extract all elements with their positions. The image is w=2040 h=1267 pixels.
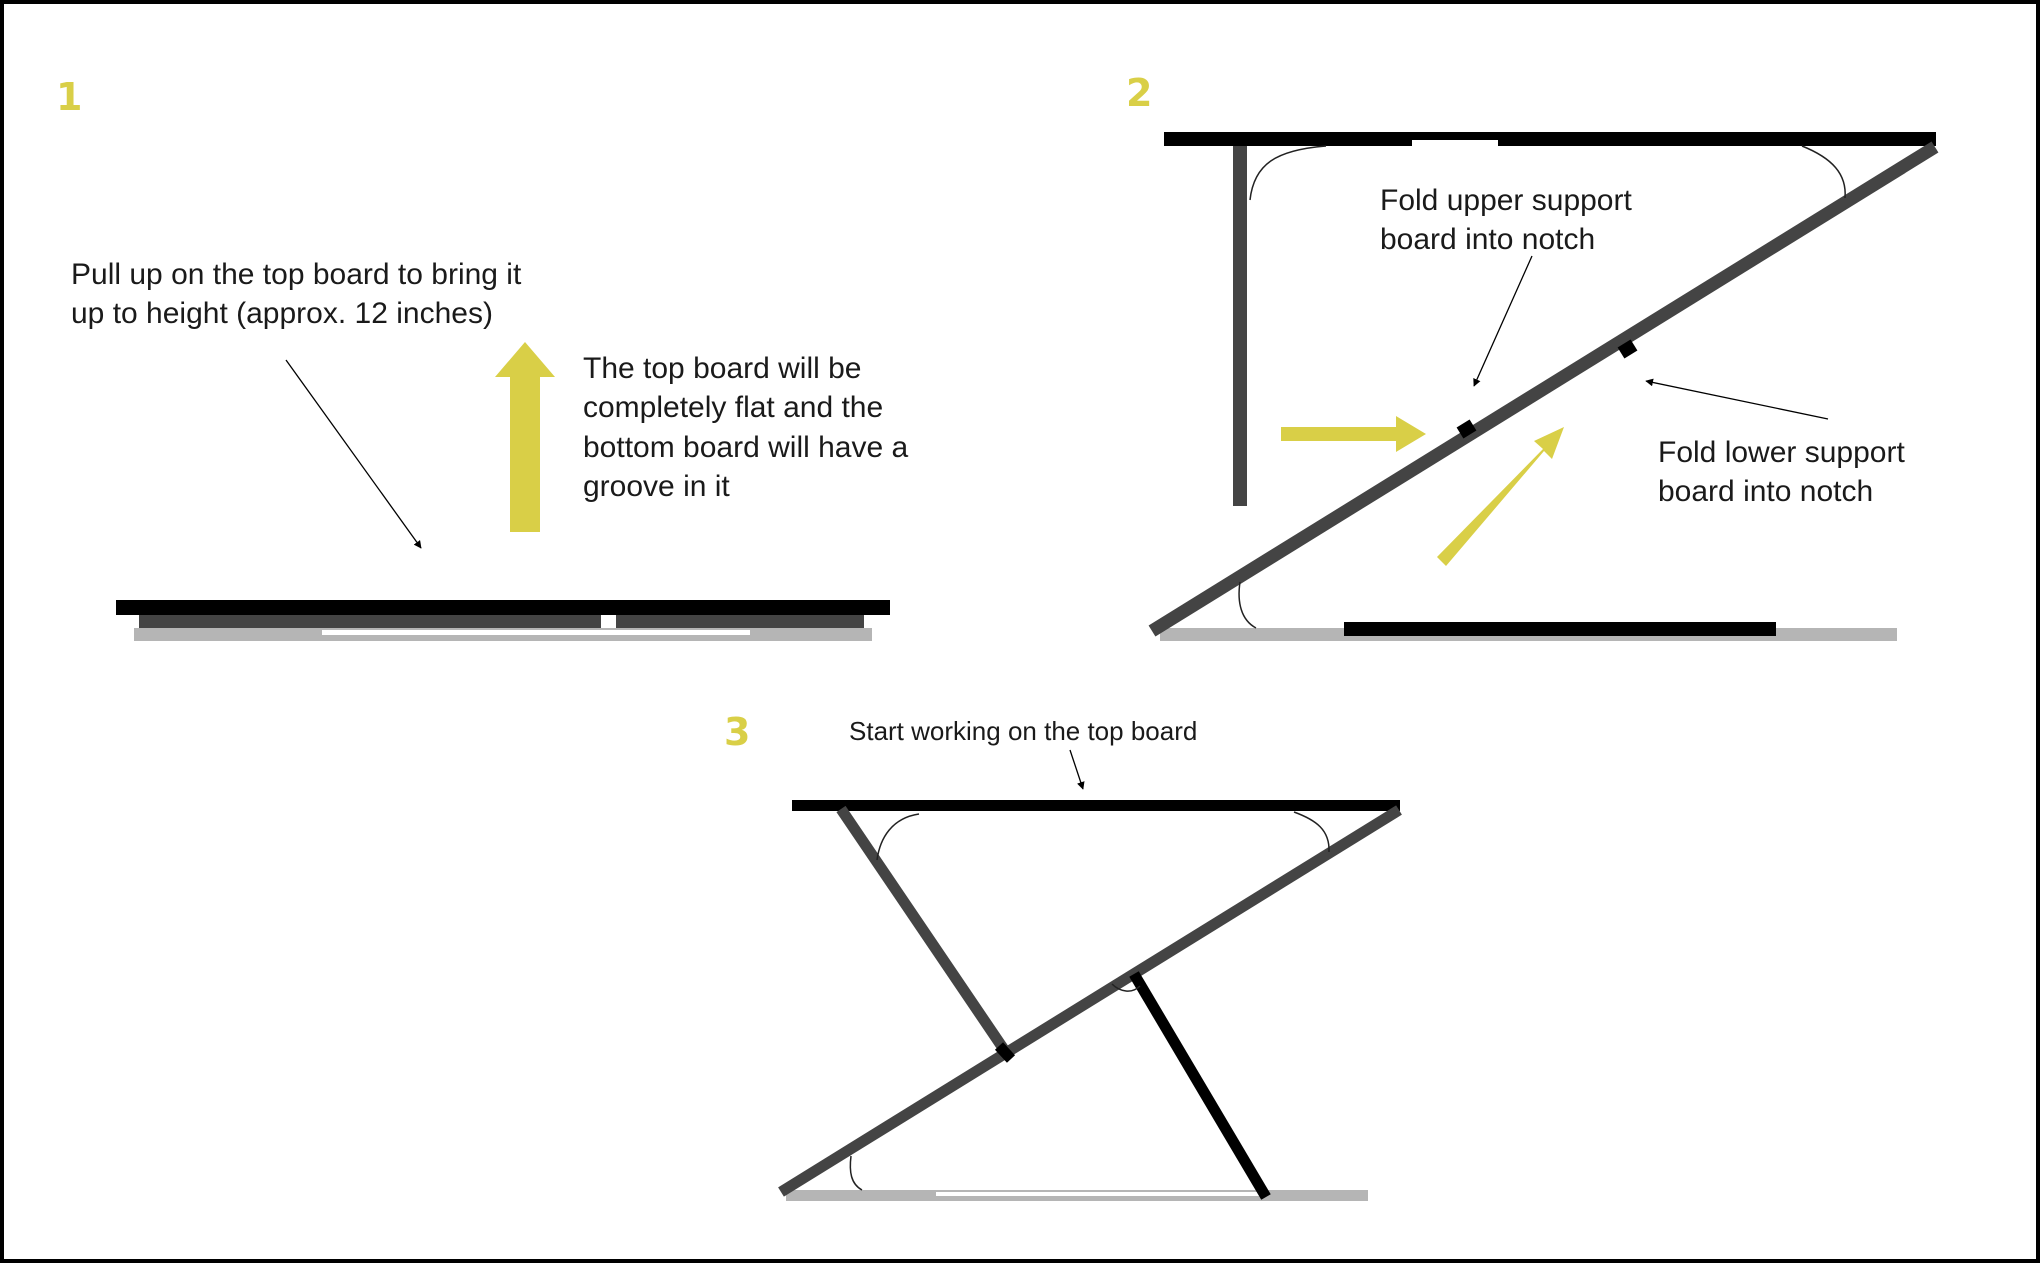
step-3-hinge-curve-left	[876, 813, 920, 861]
step-3-panel: 3 Start working on the top board	[724, 710, 1402, 1201]
step-3-floor-groove	[936, 1192, 1268, 1196]
step-3-hinge-curve-middle	[1111, 983, 1141, 992]
step-2-lower-notch	[1617, 339, 1638, 359]
step-1-note-line-2: completely flat and the	[583, 391, 883, 424]
step-2-top-board-notch	[1412, 132, 1498, 140]
step-1-bottom-board-groove	[322, 630, 750, 635]
step-1-note-line-3: bottom board will have a	[583, 431, 908, 464]
step-3-pointer-line	[1069, 749, 1085, 790]
step-1-annotation-line-1: Pull up on the top board to bring it	[71, 258, 522, 291]
step-3-annotation: Start working on the top board	[849, 716, 1197, 746]
step-2-hinge-curve-right	[1801, 145, 1846, 199]
step-2-upper-support-board	[1233, 146, 1247, 506]
step-3-top-board	[792, 800, 1400, 811]
step-1-note-line-4: groove in it	[583, 470, 730, 503]
step-2-upper-label-line-1: Fold upper support	[1380, 184, 1632, 217]
step-3-diagonal-board	[778, 805, 1402, 1197]
step-1-note-line-1: The top board will be	[583, 352, 862, 385]
right-arrow-icon	[1281, 416, 1426, 452]
step-2-lower-pointer-line	[1645, 378, 1829, 420]
step-2-panel: 2 Fold upper support board into notch Fo…	[1126, 71, 1939, 641]
step-1-folded-support-left	[139, 614, 601, 628]
step-1-number: 1	[56, 75, 82, 119]
step-3-hinge-curve-right	[1293, 811, 1330, 853]
step-2-top-board-left	[1164, 132, 1412, 146]
step-1-pointer-line	[285, 359, 422, 549]
step-1-annotation-line-2: up to height (approx. 12 inches)	[71, 297, 493, 330]
step-3-upper-notch	[994, 1042, 1016, 1063]
step-1-folded-support-right	[616, 614, 864, 628]
up-arrow-icon	[495, 342, 555, 532]
step-3-hinge-curve-bottom	[849, 1155, 863, 1191]
step-2-hinge-curve-bottom	[1238, 581, 1257, 629]
step-2-diagonal-board	[1148, 141, 1939, 637]
step-2-number: 2	[1126, 71, 1152, 115]
step-2-hinge-curve-left	[1249, 145, 1327, 201]
assembly-diagram: 1 Pull up on the top board to bring it u…	[56, 71, 1939, 1201]
step-3-upper-support-board	[836, 805, 1012, 1058]
step-2-folded-lower-support	[1344, 622, 1776, 636]
step-3-number: 3	[724, 710, 750, 754]
step-2-lower-label-line-2: board into notch	[1658, 475, 1873, 508]
step-2-top-board-right	[1498, 132, 1936, 146]
step-3-lower-support-board	[1129, 971, 1271, 1200]
diagonal-arrow-icon	[1437, 427, 1564, 566]
step-1-panel: 1 Pull up on the top board to bring it u…	[56, 75, 908, 641]
step-2-lower-label-line-1: Fold lower support	[1658, 436, 1905, 469]
step-2-upper-pointer-line	[1473, 255, 1533, 387]
step-2-upper-label-line-2: board into notch	[1380, 223, 1595, 256]
step-2-upper-notch	[1456, 419, 1477, 439]
step-1-top-board	[116, 600, 890, 615]
